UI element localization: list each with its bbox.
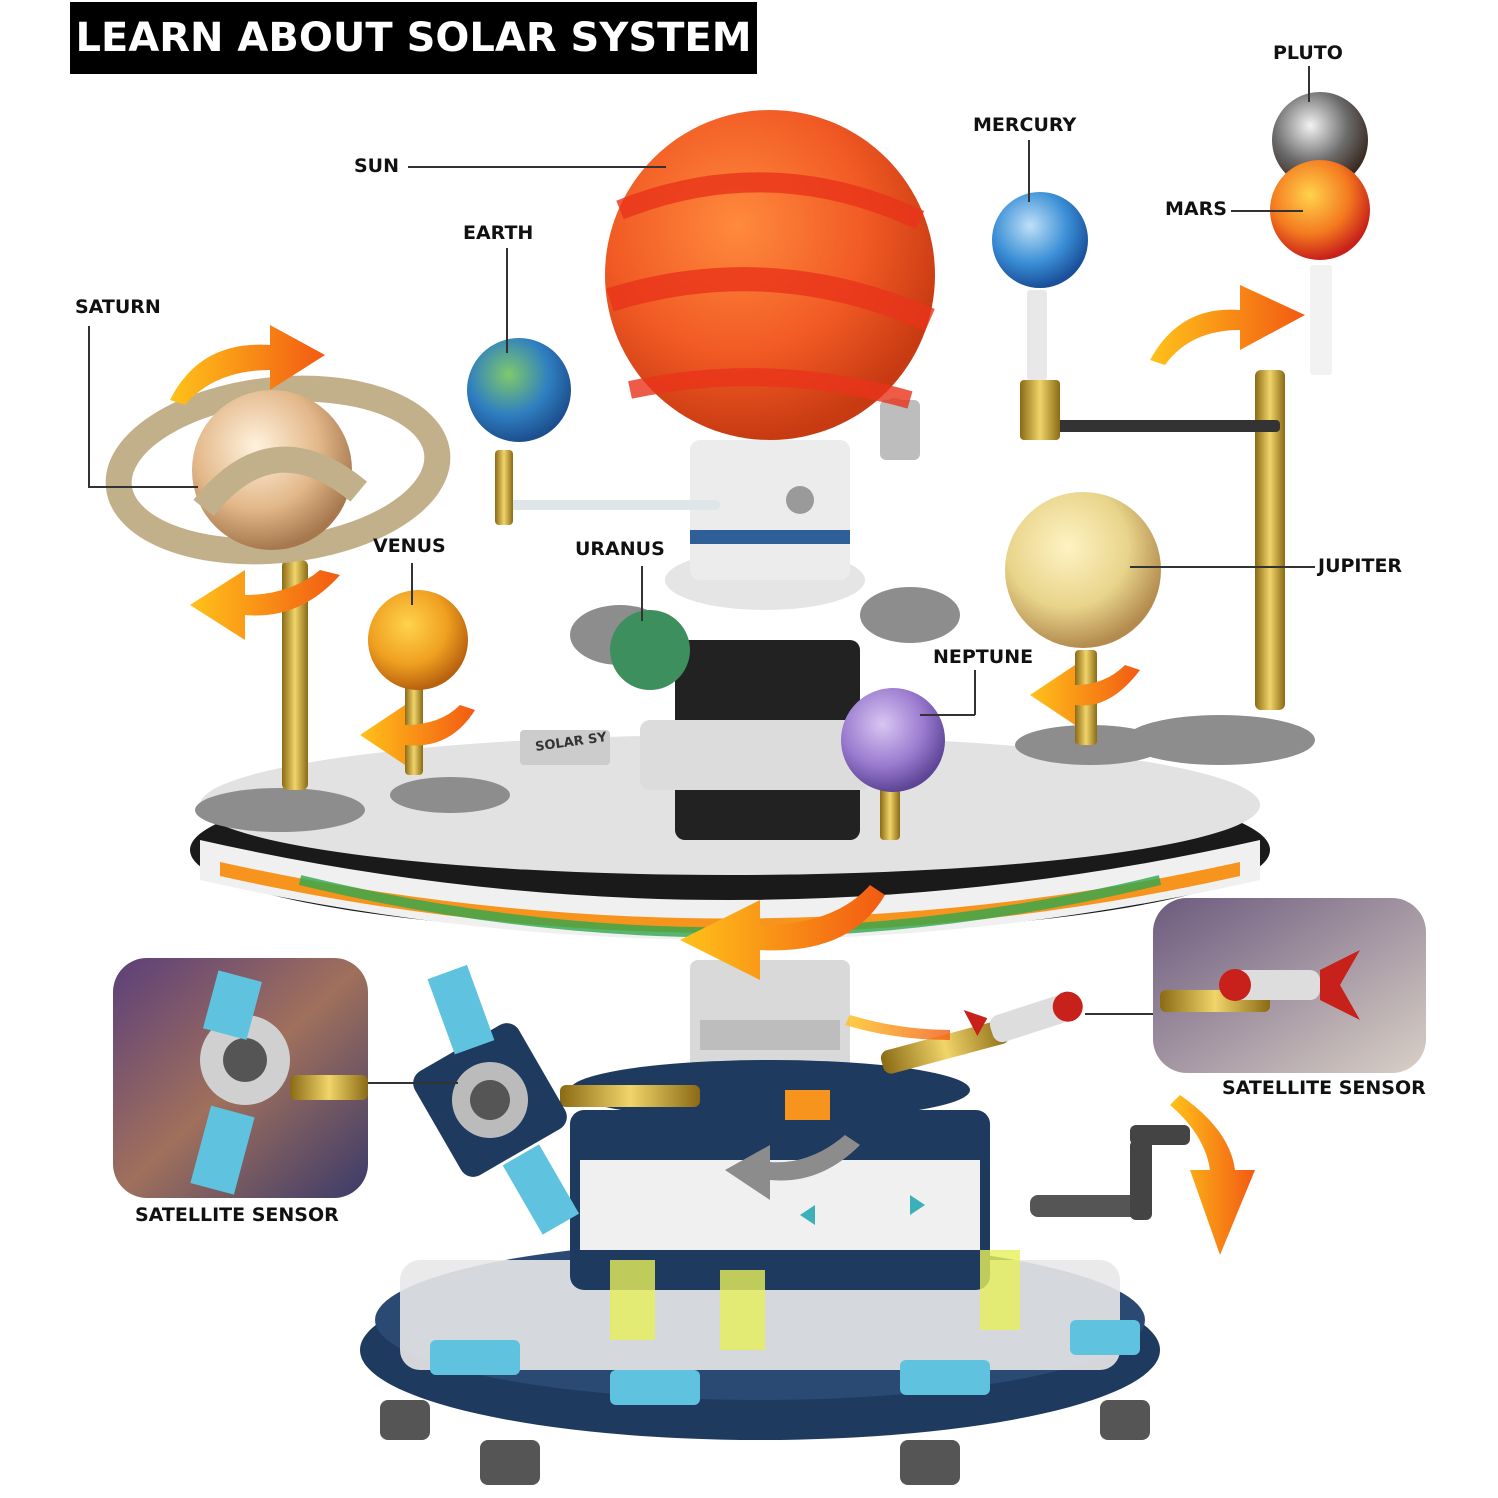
satellite-right-leader [1085,1013,1153,1015]
venus-leader [411,563,413,605]
venus-label: VENUS [373,535,446,557]
satellite-sensor-left-label: SATELLITE SENSOR [135,1204,339,1226]
satellite-sensor-right-label: SATELLITE SENSOR [1222,1077,1426,1099]
pluto-leader [1308,66,1310,102]
earth-label: EARTH [463,222,534,244]
uranus-leader [641,566,643,621]
satellite-left-leader [368,1082,458,1084]
neptune-leader-h [920,714,975,716]
mars-leader [1231,210,1303,212]
earth-leader [506,248,508,353]
saturn-leader-h [88,486,198,488]
saturn-leader-v [88,326,90,486]
neptune-leader-v [974,670,976,715]
saturn-label: SATURN [75,296,161,318]
sun-label: SUN [354,155,400,177]
jupiter-leader [1130,566,1315,568]
mercury-leader [1028,140,1030,202]
mars-label: MARS [1165,198,1227,220]
mercury-label: MERCURY [973,114,1077,136]
uranus-label: URANUS [575,538,665,560]
title-banner: LEARN ABOUT SOLAR SYSTEM [70,2,757,74]
sun-leader [408,166,666,168]
neptune-label: NEPTUNE [933,646,1034,668]
jupiter-label: JUPITER [1318,555,1403,577]
title-text: LEARN ABOUT SOLAR SYSTEM [75,15,752,61]
pluto-label: PLUTO [1273,42,1343,64]
